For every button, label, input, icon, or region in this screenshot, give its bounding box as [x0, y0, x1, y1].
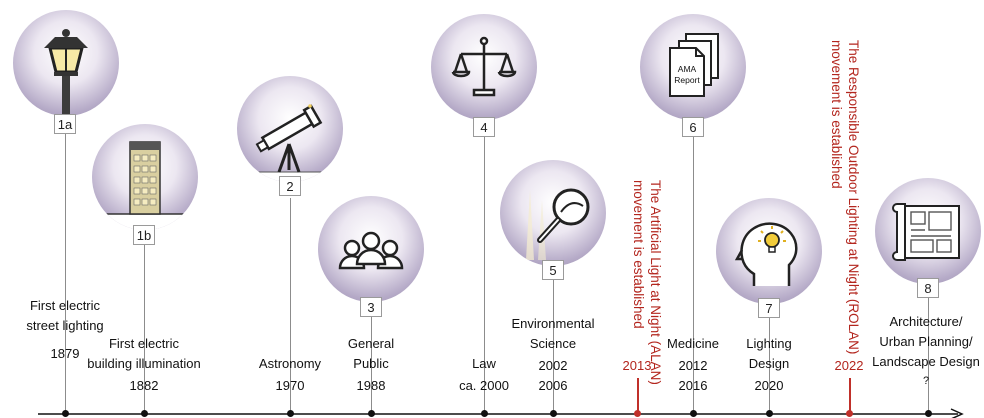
event-stem: [637, 378, 639, 414]
magnifier-icon: [526, 188, 590, 260]
milestone-circle: [500, 160, 606, 266]
milestone-year: 1988: [356, 378, 386, 393]
timeline-dot: [845, 410, 853, 417]
milestone-label: Law: [472, 356, 496, 371]
event-stem: [849, 378, 851, 414]
milestone-label: Architecture/Urban Planning/Landscape De…: [872, 314, 980, 369]
milestone-year: 1970: [275, 378, 305, 393]
milestone-circle: [318, 196, 424, 302]
street-lamp-icon: [44, 29, 88, 116]
milestone-circle: [13, 10, 119, 116]
scales-icon: [451, 36, 517, 97]
milestone-badge: 7: [758, 298, 780, 318]
milestone-year: 1882: [129, 378, 159, 393]
building-icon: [92, 141, 198, 230]
milestone-stem: [65, 133, 66, 414]
milestone-circle: [431, 14, 537, 120]
milestone-circle: AMA Report: [640, 14, 746, 120]
milestone-stem: [484, 136, 485, 414]
milestone-circle: [92, 124, 198, 230]
milestone-circle: [716, 198, 822, 304]
milestone-badge: 1b: [133, 225, 155, 245]
milestone-year: ?: [922, 375, 930, 387]
timeline-dot: [549, 410, 557, 417]
milestone-badge: 6: [682, 117, 704, 137]
event-text: The Responsible Outdoor Lighting at Nigh…: [829, 40, 861, 355]
milestone-stem: [290, 198, 291, 414]
milestone-stem: [371, 316, 372, 414]
timeline-dot: [689, 410, 697, 417]
milestone-stem: [693, 136, 694, 414]
event-year: 2022: [834, 358, 864, 373]
report-text-line2: Report: [674, 75, 700, 85]
milestone-stem: [144, 244, 145, 414]
people-icon: [338, 231, 404, 270]
timeline-dot: [480, 410, 488, 417]
milestone-stem: [553, 280, 554, 414]
milestone-badge: 4: [473, 117, 495, 137]
head-lightbulb-icon: [734, 222, 798, 286]
milestone-badge: 1a: [54, 114, 76, 134]
milestone-badge: 3: [360, 297, 382, 317]
milestone-circle: [237, 76, 343, 182]
timeline-dot: [367, 410, 375, 417]
milestone-badge: 5: [542, 260, 564, 280]
milestone-badge: 2: [279, 176, 301, 196]
milestone-label: Medicine: [666, 336, 720, 351]
milestone-year: ca. 2000: [459, 378, 509, 393]
timeline-dot: [924, 410, 932, 417]
timeline-dot: [286, 410, 294, 417]
telescope-icon: [237, 104, 343, 182]
report-text-line1: AMA: [678, 64, 697, 74]
timeline-dot: [765, 410, 773, 417]
milestone-label: Astronomy: [258, 356, 322, 371]
report-icon: AMA Report: [669, 33, 719, 97]
blueprint-icon: [892, 203, 960, 261]
event-year: 2013: [622, 358, 652, 373]
milestone-circle: [875, 178, 981, 284]
milestone-stem: [769, 318, 770, 414]
timeline-dot: [61, 410, 69, 417]
milestone-year: 1879: [50, 346, 80, 361]
milestone-badge: 8: [917, 278, 939, 298]
milestone-stem: [928, 298, 929, 414]
milestone-year: 2020: [754, 378, 784, 393]
event-text: The Artificial Light at Night (ALAN)move…: [631, 180, 663, 385]
timeline-dot: [140, 410, 148, 417]
timeline-dot: [633, 410, 641, 417]
